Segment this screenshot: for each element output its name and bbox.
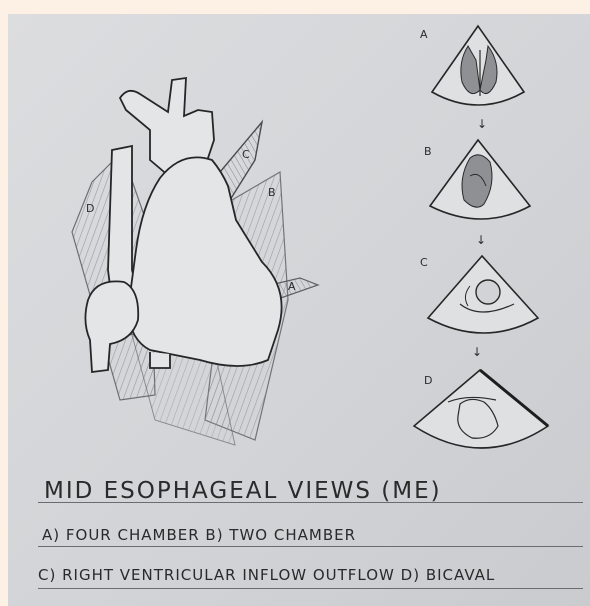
title-underline — [38, 502, 583, 503]
svg-text:B: B — [424, 145, 432, 158]
arrow-b-c: ↓ — [476, 233, 486, 247]
plane-label-d: D — [86, 202, 94, 215]
caption-line-cd: C) RIGHT VENTRICULAR INFLOW OUTFLOW D) B… — [38, 566, 495, 584]
line2-underline — [38, 588, 583, 589]
svg-text:A: A — [420, 28, 428, 41]
plane-label-b: B — [268, 186, 276, 199]
arrow-c-d: ↓ — [472, 345, 482, 359]
svg-text:C: C — [420, 256, 428, 269]
line1-underline — [38, 546, 583, 547]
echo-view-a: A — [420, 26, 524, 105]
plane-label-a: A — [288, 280, 296, 293]
diagram-title: MID ESOPHAGEAL VIEWS (ME) — [44, 478, 442, 504]
plane-label-c: C — [242, 148, 250, 161]
echo-view-b: B — [424, 140, 530, 219]
svg-text:D: D — [424, 374, 432, 387]
ivc — [150, 352, 170, 368]
echo-view-c: C — [420, 256, 538, 333]
caption-line-ab: A) FOUR CHAMBER B) TWO CHAMBER — [42, 526, 356, 544]
arrow-a-b: ↓ — [477, 117, 487, 131]
echo-view-d: D — [414, 370, 548, 448]
